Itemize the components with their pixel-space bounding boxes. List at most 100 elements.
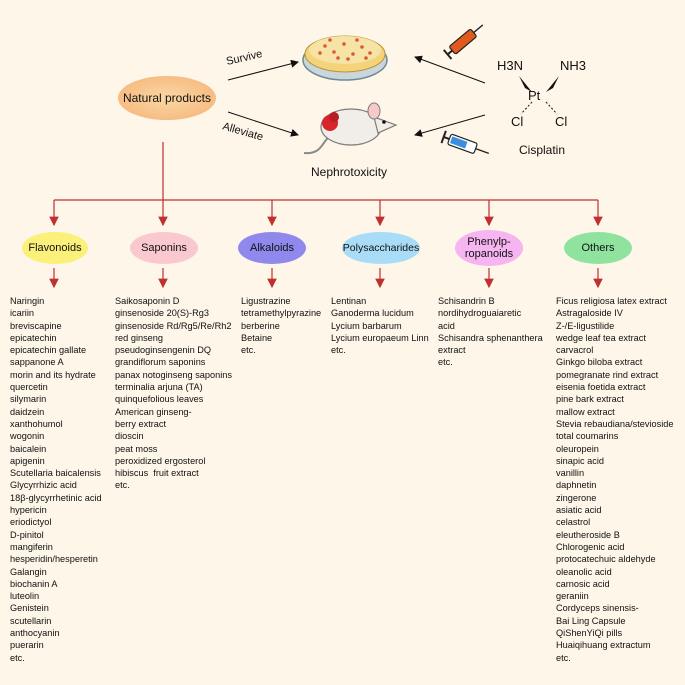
list-item: quercetin — [10, 382, 48, 393]
category-polysaccharides: Polysaccharides — [342, 232, 420, 264]
list-item: tetramethylpyrazine — [241, 308, 322, 319]
list-item: wedge leaf tea extract — [556, 332, 646, 343]
list-item: asiatic acid — [556, 505, 602, 516]
list-item: Betaine — [241, 332, 273, 343]
syringe-red-icon — [442, 24, 484, 60]
list-item: silymarin — [10, 394, 47, 405]
atom-cl-right: Cl — [555, 114, 568, 129]
list-item: zingerone — [556, 492, 597, 503]
list-item: vanillin — [556, 468, 585, 479]
list-item: geraniin — [556, 591, 589, 602]
list-item: Ficus religiosa latex extract — [556, 296, 667, 306]
list-item: Stevia rebaudiana/stevioside — [556, 418, 674, 429]
list-item: Glycyrrhizic acid — [10, 480, 77, 491]
list-item: berry extract — [115, 418, 167, 429]
list-item: Bai Ling Capsule — [556, 615, 626, 626]
list-item: total coumarins — [556, 431, 619, 442]
list-item: scutellarin — [10, 615, 52, 626]
list-item: daphnetin — [556, 480, 597, 491]
list-item: grandiflorum saponins — [115, 357, 206, 368]
list-item: baicalein — [10, 443, 47, 454]
list-item: Lycium barbarum — [331, 320, 402, 331]
syringe-blue-icon — [440, 130, 490, 155]
natural-products-node: Natural products — [118, 76, 216, 120]
list-item: ginsenoside Rd/Rg5/Re/Rh2 — [115, 320, 232, 331]
list-item: Ginkgo biloba extract — [556, 357, 643, 368]
category-phenylpropanoids: Phenylp- ropanoids — [455, 230, 523, 266]
petri-dish-icon — [302, 35, 388, 81]
list-item: Lycium europaeum Linn — [331, 332, 429, 343]
list-item: ginsenoside 20(S)-Rg3 — [115, 308, 209, 319]
list-item: wogonin — [10, 431, 45, 442]
list-item: icariin — [10, 308, 34, 319]
list-item: xanthohumol — [10, 418, 63, 429]
list-item: pine bark extract — [556, 394, 624, 405]
list-item: Astragaloside IV — [556, 308, 623, 319]
list-item: pomegranate rind extract — [556, 369, 659, 380]
list-item: anthocyanin — [10, 628, 60, 639]
list-item: etc. — [10, 652, 25, 663]
list-item: Galangin — [10, 566, 47, 577]
list-item: Scutellaria baicalensis — [10, 468, 101, 479]
list-item: oleanolic acid — [556, 566, 612, 577]
list-item: red ginseng — [115, 332, 164, 343]
cisplatin-label: Cisplatin — [519, 143, 566, 157]
list-item: celastrol — [556, 517, 591, 528]
mouse-icon — [303, 102, 398, 155]
list-item: Naringin — [10, 296, 45, 306]
list-item: breviscapine — [10, 320, 62, 331]
list-item: etc. — [115, 480, 130, 491]
list-item: Lentinan — [331, 296, 367, 306]
list-item: biochanin A — [10, 578, 58, 589]
category-alkaloids: Alkaloids — [238, 232, 306, 264]
list-item: carnosic acid — [556, 578, 610, 589]
list-item: epicatechin — [10, 332, 57, 343]
list-item: terminalia arjuna (TA) — [115, 382, 203, 393]
list-item: morin and its hydrate — [10, 369, 96, 380]
list-item: Schisandrin B — [438, 296, 495, 306]
list-item: extract — [438, 345, 466, 356]
list-item: oleuropein — [556, 443, 599, 454]
list-item: QiShenYiQi pills — [556, 628, 623, 639]
list-item: etc. — [438, 357, 453, 368]
list-item: etc. — [331, 345, 346, 356]
list-item: daidzein — [10, 406, 45, 417]
list-item: D-pinitol — [10, 529, 44, 540]
atom-pt: Pt — [528, 88, 541, 103]
list-item: etc. — [556, 652, 571, 663]
list-item: mangiferin — [10, 541, 53, 552]
list-item: 18β-glycyrrhetinic acid — [10, 492, 102, 503]
list-item: puerarin — [10, 640, 44, 651]
list-item: peroxidized ergosterol — [115, 455, 206, 466]
list-item: hesperidin/hesperetin — [10, 554, 98, 565]
list-item: acid — [438, 320, 455, 331]
list-item: Ligustrazine — [241, 296, 291, 306]
list-item: nordihydroguaiaretic — [438, 308, 522, 319]
list-item: etc. — [241, 345, 256, 356]
list-item: Huaiqihuang extractum — [556, 640, 651, 651]
list-item: dioscin — [115, 431, 144, 442]
list-item: American ginseng- — [115, 406, 192, 417]
list-item: epicatechin gallate — [10, 345, 87, 356]
list-item: Z-/E-ligustilide — [556, 320, 615, 331]
list-item: Ganoderma lucidum — [331, 308, 414, 319]
category-saponins: Saponins — [130, 232, 198, 264]
list-item: eriodictyol — [10, 517, 52, 528]
list-item: eisenia foetida extract — [556, 382, 646, 393]
list-item: luteolin — [10, 591, 40, 602]
list-item: carvacrol — [556, 345, 594, 356]
category-others: Others — [564, 232, 632, 264]
atom-nh3: NH3 — [560, 58, 587, 73]
list-item: Chlorogenic acid — [556, 541, 625, 552]
list-item: hypericin — [10, 505, 47, 516]
list-item: Cordyceps sinensis- — [556, 603, 639, 614]
list-item: Saikosaponin D — [115, 296, 180, 306]
list-item: panax notoginseng saponins — [115, 369, 232, 380]
list-item: apigenin — [10, 455, 45, 466]
category-flavonoids: Flavonoids — [22, 232, 88, 264]
